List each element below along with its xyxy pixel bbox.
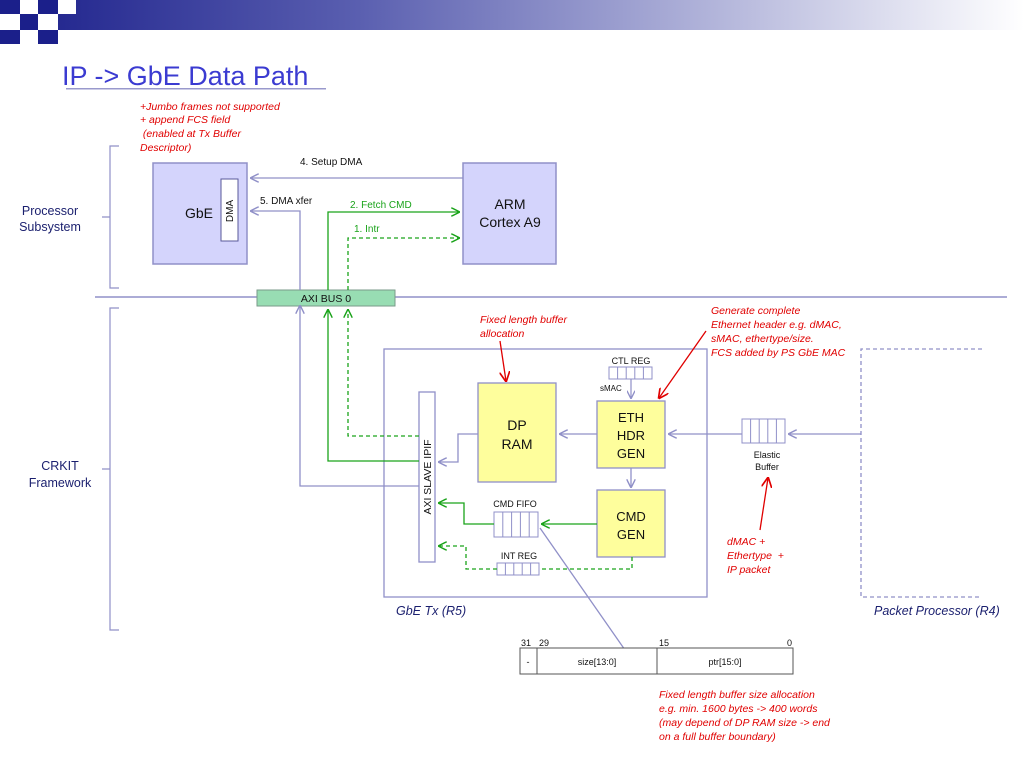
reg-field-dash: - <box>527 657 530 667</box>
size-alloc-note-4: on a full buffer boundary) <box>659 731 776 743</box>
jumbo-note-line-1: +Jumbo frames not supported <box>140 101 281 113</box>
axi-bus-block <box>256 289 396 307</box>
processor-section-label-2: Subsystem <box>19 220 81 234</box>
smac-label: sMAC <box>600 384 622 393</box>
eth-hdr-gen-label-3: GEN <box>617 446 645 461</box>
generate-header-note-4: FCS added by PS GbE MAC <box>711 347 846 359</box>
bit-31-label: 31 <box>521 638 531 648</box>
ctl-reg-block <box>608 366 653 380</box>
axi-bus-label: AXI BUS 0 <box>301 293 351 305</box>
jumbo-note: +Jumbo frames not supported + append FCS… <box>140 101 281 154</box>
elastic-buffer-label-2: Buffer <box>755 462 779 472</box>
cmd-fifo-to-axi-arrow <box>439 503 494 525</box>
axi-slave-to-bus-green-arrow <box>328 310 419 462</box>
generate-header-note-arrow <box>659 330 707 398</box>
checker-logo <box>0 0 76 44</box>
axi-slave-ipif-block <box>418 391 436 563</box>
packet-processor-container <box>860 348 982 598</box>
elastic-buffer-label-1: Elastic <box>754 450 781 460</box>
axi-slave-ipif-label: AXI SLAVE IPIF <box>422 439 434 514</box>
intr-label: 1. Intr <box>354 224 380 235</box>
dma-label: DMA <box>225 200 236 223</box>
generate-header-note-1: Generate complete <box>711 305 800 317</box>
fetch-cmd-label: 2. Fetch CMD <box>350 200 412 211</box>
packet-processor-label: Packet Processor (R4) <box>874 604 1000 618</box>
elastic-buffer-block <box>741 418 786 444</box>
int-reg-block <box>496 562 540 576</box>
axi-slave-to-bus-blue-arrow <box>300 306 419 487</box>
axi-slave-to-bus-intr-arrow <box>348 310 419 437</box>
size-alloc-note-2: e.g. min. 1600 bytes -> 400 words <box>659 703 818 715</box>
dp-ram-label-2: RAM <box>501 436 532 452</box>
bit-15-label: 15 <box>659 638 669 648</box>
dmac-packet-note-arrow <box>759 478 768 531</box>
setup-dma-label: 4. Setup DMA <box>300 157 363 168</box>
cmd-fifo-block <box>493 511 539 538</box>
jumbo-note-line-2: + append FCS field <box>140 114 231 126</box>
int-reg-to-axi-arrow <box>439 546 497 570</box>
gbe-tx-container <box>383 348 708 598</box>
register-format-table <box>519 647 794 675</box>
register-format-pointer-line <box>539 527 626 651</box>
jumbo-note-line-3: (enabled at Tx Buffer <box>140 128 241 140</box>
crkit-section-label-1: CRKIT <box>41 459 79 473</box>
dpram-to-axi-slave-arrow <box>439 433 478 462</box>
bit-0-label: 0 <box>787 638 792 648</box>
dp-ram-block <box>477 382 557 483</box>
dp-ram-label-1: DP <box>507 417 526 433</box>
dma-block <box>220 178 239 242</box>
int-reg-label: INT REG <box>501 551 537 561</box>
arm-cortex-block <box>462 162 557 265</box>
ctl-reg-label: CTL REG <box>612 356 651 366</box>
generate-header-note-3: sMAC, ethertype/size. <box>711 333 814 345</box>
crkit-section-label-2: Framework <box>29 476 92 490</box>
fixed-buffer-note-2: allocation <box>480 328 525 340</box>
dma-xfer-label: 5. DMA xfer <box>260 196 313 207</box>
fixed-buffer-note-arrow <box>499 340 506 381</box>
cmd-gen-block <box>596 489 666 558</box>
title-underline <box>66 88 326 90</box>
arm-label-2: Cortex A9 <box>479 214 541 230</box>
cmd-gen-label-2: GEN <box>617 527 645 542</box>
dmac-packet-note-1: dMAC + <box>727 536 765 548</box>
crkit-framework-bracket <box>102 307 119 631</box>
size-alloc-note-1: Fixed length buffer size allocation <box>659 689 815 701</box>
size-alloc-note-3: (may depend of DP RAM size -> end <box>659 717 831 729</box>
dmac-packet-note-3: IP packet <box>727 564 771 576</box>
intr-arrow <box>347 238 459 290</box>
cmd-fifo-label: CMD FIFO <box>493 499 537 509</box>
processor-section-label-1: Processor <box>22 204 78 218</box>
cmd-gen-to-int-reg-line <box>539 557 633 570</box>
fixed-buffer-note-1: Fixed length buffer <box>480 314 567 326</box>
slide-title: IP -> GbE Data Path <box>62 61 308 91</box>
gbe-tx-label: GbE Tx (R5) <box>396 604 466 618</box>
dma-xfer-arrow <box>251 211 301 290</box>
jumbo-note-line-4: Descriptor) <box>140 142 191 154</box>
dmac-packet-note-2: Ethertype + <box>727 550 784 562</box>
generate-header-note-2: Ethernet header e.g. dMAC, <box>711 319 842 331</box>
arm-label-1: ARM <box>494 196 525 212</box>
cmd-gen-label-1: CMD <box>616 509 646 524</box>
header-gradient-bar <box>0 0 1024 30</box>
eth-hdr-gen-label-2: HDR <box>617 428 645 443</box>
reg-field-size: size[13:0] <box>578 657 617 667</box>
eth-hdr-gen-label-1: ETH <box>618 410 644 425</box>
reg-field-ptr: ptr[15:0] <box>708 657 741 667</box>
fetch-cmd-arrow <box>327 212 459 290</box>
header-decoration <box>0 0 1024 90</box>
bit-29-label: 29 <box>539 638 549 648</box>
processor-subsystem-bracket <box>102 145 119 289</box>
gbe-label: GbE <box>185 205 213 221</box>
